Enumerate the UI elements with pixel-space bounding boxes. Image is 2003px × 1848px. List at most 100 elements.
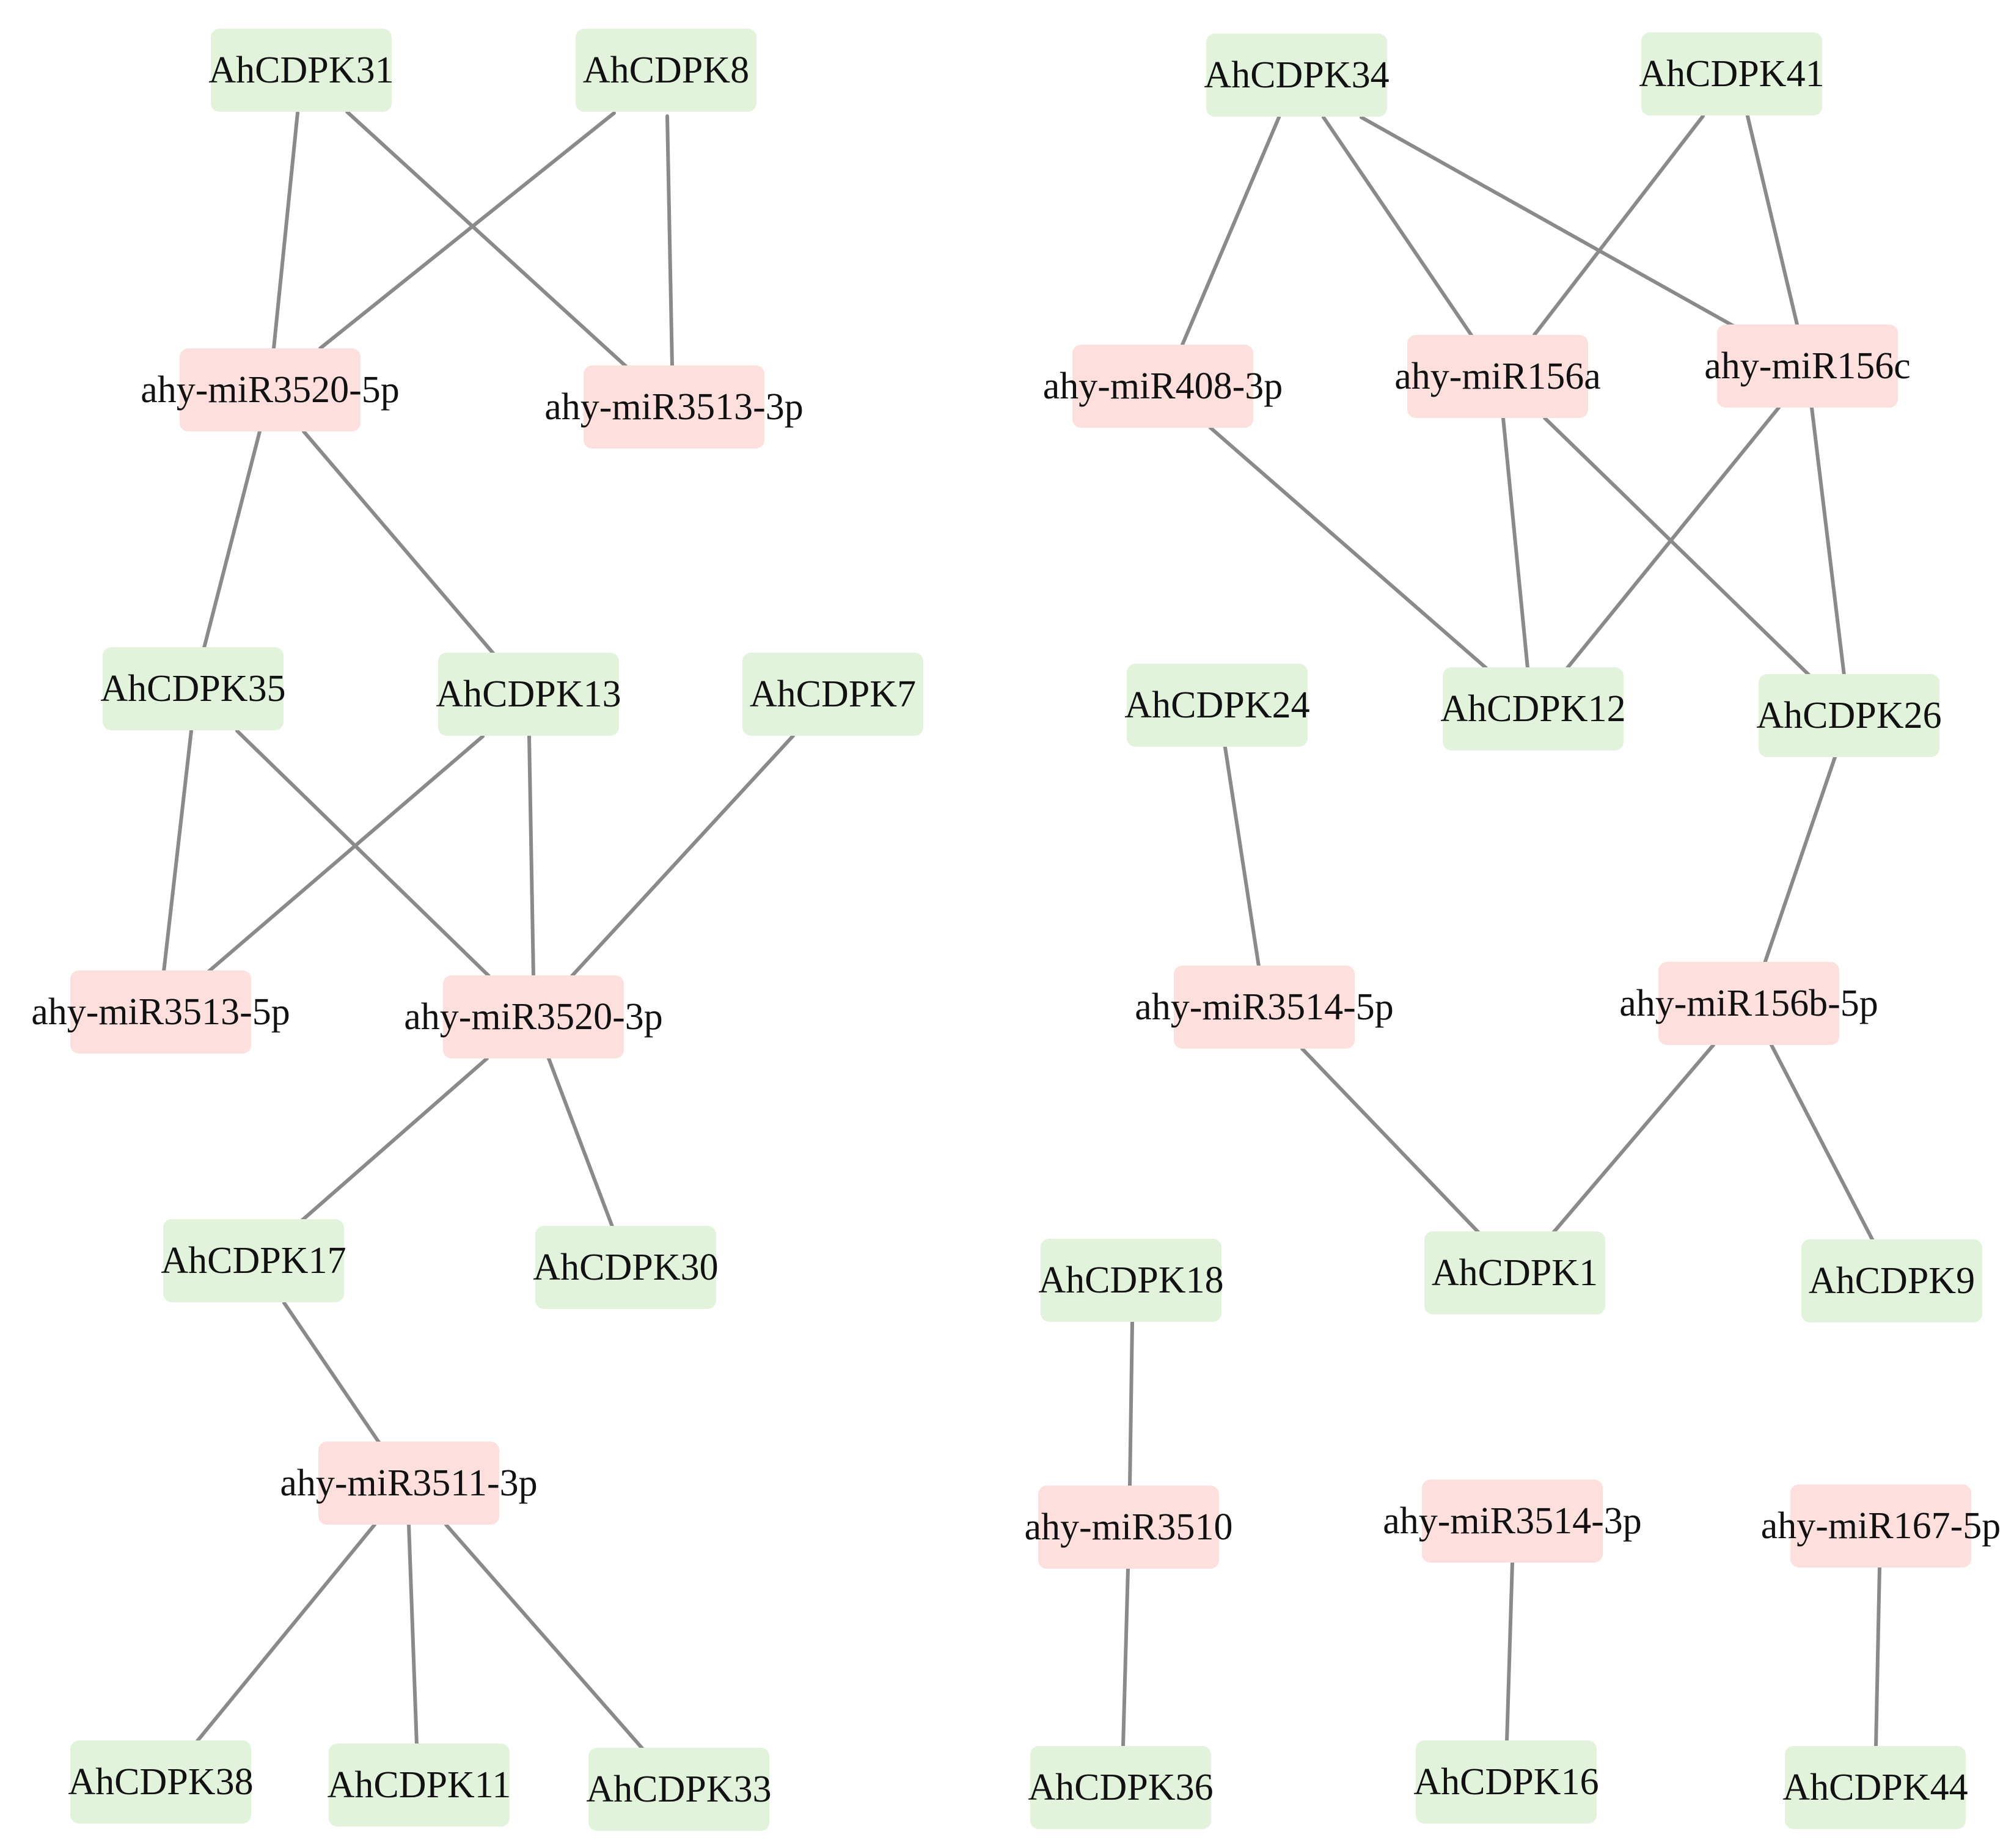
edge-ahy-miR408-3p--AhCDPK12 bbox=[1209, 426, 1488, 670]
gene-node-box bbox=[1416, 1740, 1597, 1824]
node-label: ahy-miR3520-3p bbox=[404, 996, 663, 1038]
edge-ahy-miR156c--AhCDPK26 bbox=[1810, 406, 1846, 677]
edge-AhCDPK24--ahy-miR3514-5p bbox=[1223, 746, 1261, 968]
node-ahy-miR156c: ahy-miR156c bbox=[1704, 324, 1911, 408]
node-AhCDPK9: AhCDPK9 bbox=[1801, 1239, 1982, 1322]
gene-node-box bbox=[211, 29, 392, 112]
node-label: AhCDPK8 bbox=[583, 50, 749, 91]
nodes-layer: AhCDPK31 AhCDPK8 ahy-miR3520-5p ahy-miR3513… bbox=[31, 29, 2001, 1831]
node-label: AhCDPK36 bbox=[1028, 1767, 1213, 1808]
edge-ahy-miR156b-5p--AhCDPK9 bbox=[1770, 1043, 1875, 1242]
edge-AhCDPK34--ahy-miR156a bbox=[1322, 116, 1474, 338]
edge-ahy-miR156c--AhCDPK12 bbox=[1565, 406, 1781, 670]
edge-AhCDPK31--ahy-miR3520-5p bbox=[272, 111, 299, 350]
node-ahy-miR3513-5p: ahy-miR3513-5p bbox=[31, 970, 290, 1054]
node-ahy-miR3520-3p: ahy-miR3520-3p bbox=[404, 975, 663, 1058]
gene-node-box bbox=[576, 29, 756, 112]
gene-node-box bbox=[103, 647, 284, 730]
node-ahy-miR167-5p: ahy-miR167-5p bbox=[1761, 1484, 2001, 1568]
gene-node-box bbox=[1443, 667, 1624, 750]
node-ahy-miR3511-3p: ahy-miR3511-3p bbox=[280, 1442, 538, 1525]
node-label: AhCDPK13 bbox=[436, 673, 621, 715]
edge-AhCDPK18--ahy-miR3510 bbox=[1128, 1321, 1134, 1488]
node-ahy-miR156a: ahy-miR156a bbox=[1394, 335, 1601, 418]
node-label: AhCDPK41 bbox=[1639, 53, 1824, 95]
mirna-node-box bbox=[1072, 345, 1253, 428]
gene-node-box bbox=[742, 653, 923, 736]
edge-AhCDPK34--ahy-miR408-3p bbox=[1181, 116, 1281, 346]
node-label: AhCDPK30 bbox=[533, 1247, 718, 1288]
mirna-node-box bbox=[1422, 1480, 1603, 1563]
gene-node-box bbox=[1759, 674, 1939, 757]
edge-ahy-miR156b-5p--AhCDPK1 bbox=[1551, 1043, 1715, 1234]
node-ahy-miR408-3p: ahy-miR408-3p bbox=[1043, 345, 1283, 428]
mirna-node-box bbox=[70, 970, 251, 1054]
gene-node-box bbox=[1127, 664, 1308, 747]
node-AhCDPK26: AhCDPK26 bbox=[1756, 674, 1942, 757]
edges-layer bbox=[162, 110, 1881, 1751]
node-AhCDPK11: AhCDPK11 bbox=[328, 1744, 511, 1827]
gene-node-box bbox=[1424, 1231, 1605, 1314]
node-label: ahy-miR3514-3p bbox=[1383, 1500, 1642, 1542]
gene-node-box bbox=[1785, 1746, 1966, 1829]
edge-AhCDPK26--ahy-miR156b-5p bbox=[1763, 755, 1837, 965]
edge-AhCDPK13--ahy-miR3520-3p bbox=[527, 735, 535, 978]
node-label: ahy-miR3513-5p bbox=[31, 991, 290, 1033]
node-AhCDPK30: AhCDPK30 bbox=[533, 1226, 719, 1309]
edge-ahy-miR156a--AhCDPK12 bbox=[1501, 416, 1529, 670]
edge-ahy-miR3511-3p--AhCDPK38 bbox=[195, 1523, 376, 1744]
node-AhCDPK13: AhCDPK13 bbox=[436, 653, 621, 736]
gene-node-box bbox=[70, 1740, 251, 1824]
node-AhCDPK41: AhCDPK41 bbox=[1639, 32, 1825, 116]
edge-ahy-miR3511-3p--AhCDPK33 bbox=[444, 1523, 645, 1751]
node-label: ahy-miR156c bbox=[1704, 345, 1911, 387]
gene-node-box bbox=[163, 1219, 344, 1302]
mirna-node-box bbox=[1407, 335, 1588, 418]
node-AhCDPK34: AhCDPK34 bbox=[1204, 34, 1390, 117]
edge-AhCDPK8--ahy-miR3520-5p bbox=[318, 111, 616, 350]
edge-AhCDPK13--ahy-miR3513-5p bbox=[207, 735, 485, 974]
mirna-node-box bbox=[318, 1442, 499, 1525]
edge-ahy-miR3510--AhCDPK36 bbox=[1121, 1567, 1130, 1748]
edge-ahy-miR3520-3p--AhCDPK17 bbox=[299, 1057, 489, 1223]
node-AhCDPK12: AhCDPK12 bbox=[1440, 667, 1626, 750]
edge-AhCDPK35--ahy-miR3520-3p bbox=[235, 729, 491, 978]
gene-node-box bbox=[329, 1744, 510, 1827]
node-label: ahy-miR3520-5p bbox=[141, 369, 400, 411]
node-label: AhCDPK38 bbox=[68, 1761, 253, 1803]
node-AhCDPK24: AhCDPK24 bbox=[1124, 664, 1310, 747]
gene-node-box bbox=[438, 653, 619, 736]
node-AhCDPK7: AhCDPK7 bbox=[742, 653, 923, 736]
edge-AhCDPK34--ahy-miR156c bbox=[1360, 116, 1736, 328]
node-AhCDPK35: AhCDPK35 bbox=[100, 647, 286, 730]
mirna-node-box bbox=[1790, 1484, 1971, 1568]
edge-AhCDPK17--ahy-miR3511-3p bbox=[282, 1301, 381, 1444]
edge-ahy-miR3520-5p--AhCDPK13 bbox=[302, 430, 496, 656]
node-ahy-miR3520-5p: ahy-miR3520-5p bbox=[141, 348, 400, 431]
gene-node-box bbox=[588, 1748, 769, 1831]
node-AhCDPK36: AhCDPK36 bbox=[1028, 1746, 1214, 1829]
node-label: AhCDPK17 bbox=[161, 1240, 346, 1282]
edge-ahy-miR3520-3p--AhCDPK30 bbox=[547, 1057, 614, 1228]
node-label: ahy-miR156b-5p bbox=[1619, 983, 1878, 1024]
node-AhCDPK1: AhCDPK1 bbox=[1424, 1231, 1605, 1314]
edge-ahy-miR167-5p--AhCDPK44 bbox=[1874, 1566, 1881, 1748]
edge-ahy-miR156a--AhCDPK26 bbox=[1543, 416, 1811, 677]
gene-node-box bbox=[1801, 1239, 1982, 1322]
edge-AhCDPK41--ahy-miR156a bbox=[1532, 114, 1705, 337]
node-AhCDPK31: AhCDPK31 bbox=[208, 29, 394, 112]
node-ahy-miR3513-3p: ahy-miR3513-3p bbox=[544, 365, 804, 449]
node-label: ahy-miR167-5p bbox=[1761, 1505, 2001, 1547]
mirna-node-box bbox=[1174, 966, 1355, 1049]
node-label: AhCDPK35 bbox=[100, 668, 285, 710]
mirna-node-box bbox=[1038, 1486, 1219, 1569]
node-label: AhCDPK11 bbox=[328, 1764, 511, 1806]
mirna-node-box bbox=[180, 348, 361, 431]
node-ahy-miR3514-3p: ahy-miR3514-3p bbox=[1383, 1480, 1642, 1563]
gene-node-box bbox=[1041, 1239, 1221, 1322]
node-label: ahy-miR3510 bbox=[1025, 1506, 1233, 1548]
node-label: AhCDPK34 bbox=[1204, 54, 1389, 96]
node-ahy-miR3510: ahy-miR3510 bbox=[1025, 1486, 1233, 1569]
node-label: AhCDPK1 bbox=[1432, 1252, 1598, 1294]
